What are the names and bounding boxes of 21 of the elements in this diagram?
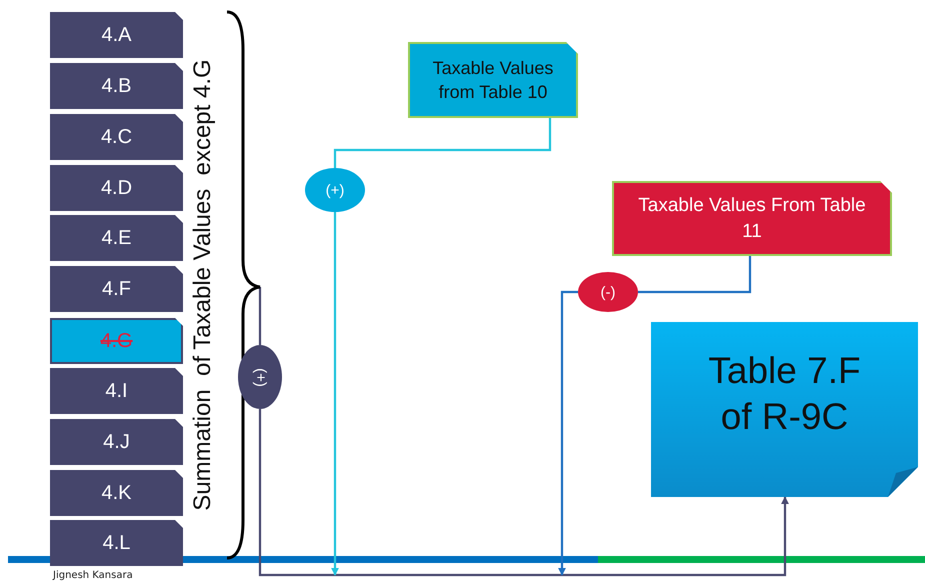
section-box: 4.J <box>50 419 183 465</box>
summation-label: Summation of Taxable Values except 4.G <box>188 58 217 513</box>
section-box: 4.I <box>50 368 183 414</box>
section-box: 4.C <box>50 114 183 160</box>
source-table-box: Taxable Values From Table 11 <box>612 181 892 256</box>
connector-arrow <box>558 290 578 576</box>
section-box: 4.B <box>50 63 183 109</box>
section-box: 4.F <box>50 266 183 312</box>
target-note-box: Table 7.F of R-9C <box>651 322 918 497</box>
connector-arrow <box>258 409 789 576</box>
struck-out-box: 4.G <box>50 318 183 364</box>
operator-ellipse: (+) <box>238 345 282 409</box>
section-box: 4.D <box>50 165 183 211</box>
section-box: 4.A <box>50 12 183 58</box>
section-box: 4.K <box>50 470 183 516</box>
operator-ellipse: (+) <box>305 168 365 212</box>
connector-arrow <box>331 212 339 576</box>
section-box: 4.E <box>50 215 183 261</box>
section-box: 4.L <box>50 520 183 566</box>
source-table-box: Taxable Values from Table 10 <box>408 42 578 118</box>
operator-ellipse: (-) <box>578 272 638 312</box>
